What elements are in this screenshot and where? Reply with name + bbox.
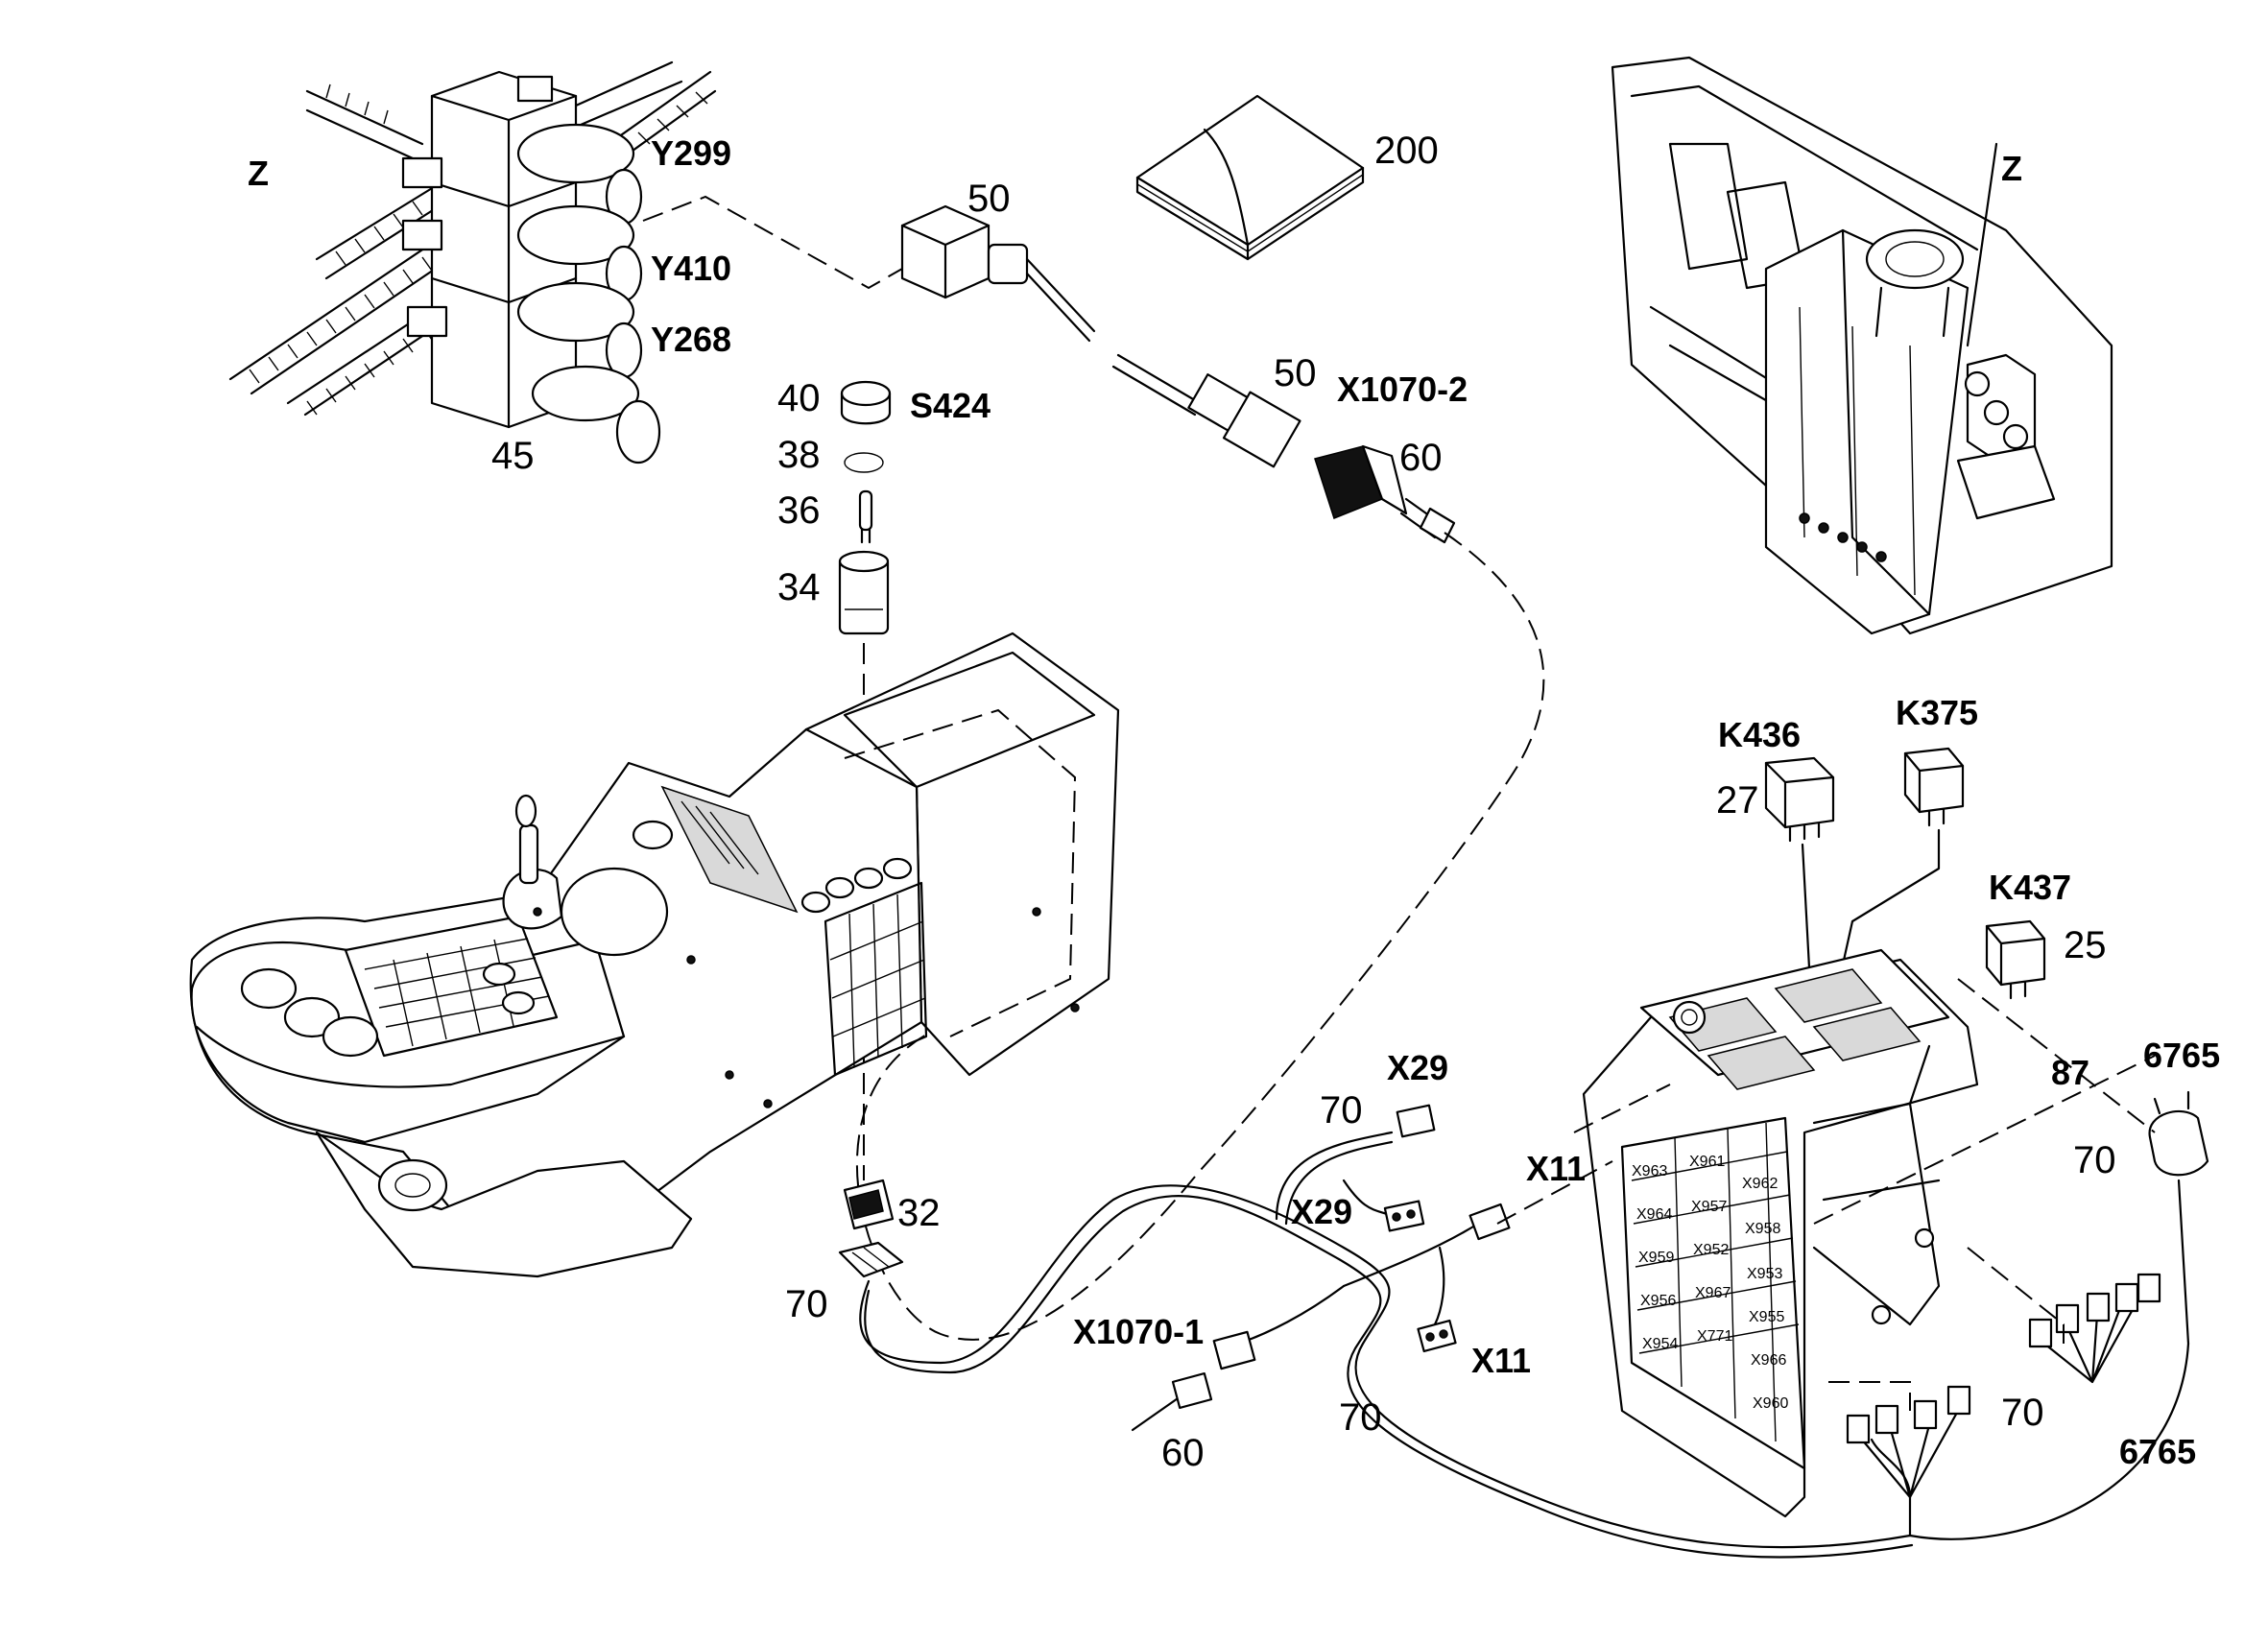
label-45: 45 xyxy=(491,435,535,477)
svg-text:X953: X953 xyxy=(1747,1266,1782,1282)
label-70-b: 70 xyxy=(2073,1139,2116,1181)
label-x1070-2: X1070-2 xyxy=(1337,369,1468,409)
svg-text:X954: X954 xyxy=(1642,1336,1678,1352)
label-25: 25 xyxy=(2064,924,2107,966)
label-y268: Y268 xyxy=(651,320,731,359)
relay-k436 xyxy=(1764,756,1835,843)
switch-s424-parts xyxy=(838,380,892,1180)
relay-base-32 xyxy=(838,1179,904,1278)
label-k436: K436 xyxy=(1718,715,1801,754)
hydraulic-valve-block xyxy=(228,60,717,465)
cab-panel xyxy=(1611,56,2113,635)
svg-text:X955: X955 xyxy=(1749,1309,1784,1325)
label-k375: K375 xyxy=(1896,693,1978,732)
label-70-a: 70 xyxy=(785,1283,828,1325)
svg-text:X956: X956 xyxy=(1640,1293,1676,1309)
fuse-relay-box xyxy=(1582,948,1979,1518)
wiring-harness-70 xyxy=(859,1090,2209,1559)
svg-text:X963: X963 xyxy=(1632,1163,1667,1179)
label-34: 34 xyxy=(777,566,821,608)
svg-text:X967: X967 xyxy=(1695,1285,1731,1301)
operator-console xyxy=(189,631,1120,1278)
label-60-b: 60 xyxy=(1161,1432,1205,1474)
label-x11-b: X11 xyxy=(1471,1341,1531,1380)
svg-text:X771: X771 xyxy=(1697,1328,1732,1345)
label-y410: Y410 xyxy=(651,249,731,288)
label-32: 32 xyxy=(897,1192,941,1234)
connector-60 xyxy=(1314,444,1456,544)
fuse-slot-labels: X963 X961 X962 X964 X957 X958 X959 X952 … xyxy=(1632,1154,1788,1412)
manual-book xyxy=(1135,94,1365,261)
label-200: 200 xyxy=(1374,130,1439,172)
label-50-a: 50 xyxy=(967,178,1011,220)
svg-text:X960: X960 xyxy=(1753,1395,1788,1412)
label-x1070-1: X1070-1 xyxy=(1073,1312,1204,1351)
label-87: 87 xyxy=(2051,1053,2089,1092)
label-x29-a: X29 xyxy=(1387,1048,1448,1087)
label-27: 27 xyxy=(1716,779,1759,822)
svg-text:X964: X964 xyxy=(1636,1206,1672,1223)
svg-text:X961: X961 xyxy=(1689,1154,1725,1170)
label-50-b: 50 xyxy=(1274,352,1317,394)
svg-text:X966: X966 xyxy=(1751,1352,1786,1369)
label-70-c: 70 xyxy=(1320,1089,1363,1132)
label-60-a: 60 xyxy=(1399,437,1443,479)
label-70-e: 70 xyxy=(2001,1392,2044,1434)
label-k437: K437 xyxy=(1989,868,2071,907)
svg-text:X962: X962 xyxy=(1742,1176,1778,1192)
relay-k437 xyxy=(1985,919,2046,1000)
label-x11-a: X11 xyxy=(1526,1149,1586,1188)
svg-text:X959: X959 xyxy=(1638,1250,1674,1266)
label-z-right: Z xyxy=(2001,149,2022,188)
label-38: 38 xyxy=(777,434,821,476)
svg-text:X958: X958 xyxy=(1745,1221,1780,1237)
label-x29-b: X29 xyxy=(1291,1192,1352,1231)
label-s424: S424 xyxy=(910,386,991,425)
svg-text:X957: X957 xyxy=(1691,1199,1727,1215)
svg-text:X952: X952 xyxy=(1693,1242,1729,1258)
relay-k375 xyxy=(1903,747,1965,827)
label-z-left: Z xyxy=(248,154,269,193)
label-6765-a: 6765 xyxy=(2143,1036,2220,1075)
label-6765-b: 6765 xyxy=(2119,1432,2196,1471)
label-36: 36 xyxy=(777,489,821,532)
label-70-d: 70 xyxy=(1339,1396,1382,1439)
label-y299: Y299 xyxy=(651,133,731,173)
label-40: 40 xyxy=(777,377,821,419)
cable-50 xyxy=(900,204,1301,468)
callout-labels: Z Z Y299 Y410 Y268 45 50 50 200 X1070-2 … xyxy=(248,130,2220,1474)
